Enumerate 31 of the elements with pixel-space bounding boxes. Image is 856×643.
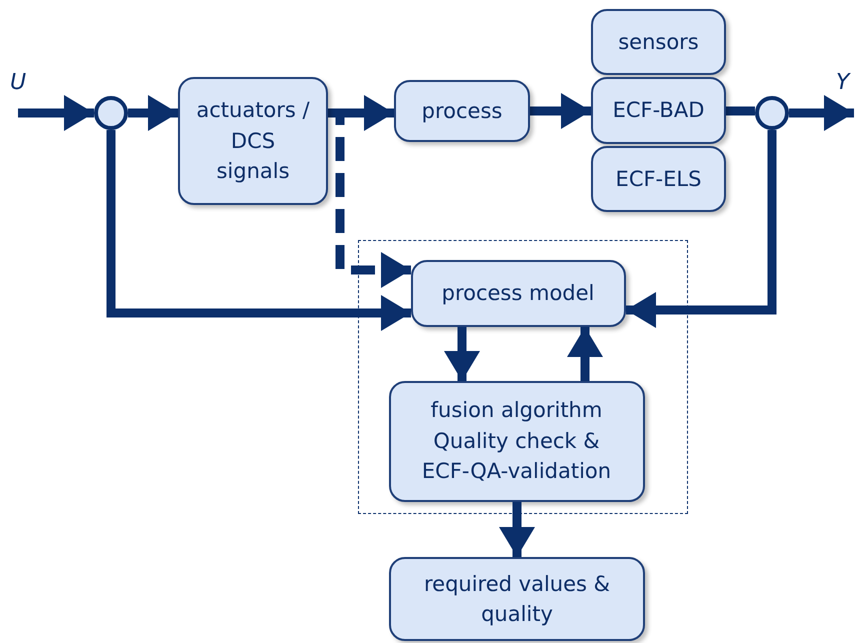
- arrow: [789, 95, 854, 131]
- process-box: [591, 146, 726, 212]
- dashed-boundary-box: [358, 240, 688, 514]
- summing-junction: [94, 96, 128, 130]
- process-box: [394, 80, 530, 142]
- box-label: process: [422, 98, 502, 125]
- box-label: actuators / DCS signals: [196, 97, 310, 186]
- process-box: [389, 557, 645, 641]
- box-label: ECF-ELS: [616, 166, 702, 193]
- box-label: sensors: [618, 28, 699, 56]
- process-box: [178, 77, 328, 205]
- signal-label: U: [10, 70, 26, 95]
- summing-junction: [755, 96, 789, 130]
- arrow: [128, 95, 178, 131]
- process-box: [388, 380, 644, 502]
- arrow: [567, 327, 603, 381]
- signal-label: Y: [836, 70, 850, 95]
- box-label: fusion algorithm Quality check & ECF-QA-validation: [420, 397, 612, 486]
- arrow: [499, 502, 535, 557]
- arrow: [530, 93, 591, 129]
- arrow: [18, 95, 94, 131]
- process-box: [591, 9, 726, 75]
- arrow: [626, 130, 776, 328]
- box-label: process model: [442, 280, 594, 307]
- connector-line: [726, 106, 755, 116]
- arrow: [106, 130, 411, 331]
- arrow: [444, 327, 480, 381]
- process-box: [591, 77, 726, 144]
- box-label: ECF-BAD: [612, 97, 704, 124]
- process-box: [410, 260, 626, 326]
- box-label: required values & quality: [422, 570, 612, 628]
